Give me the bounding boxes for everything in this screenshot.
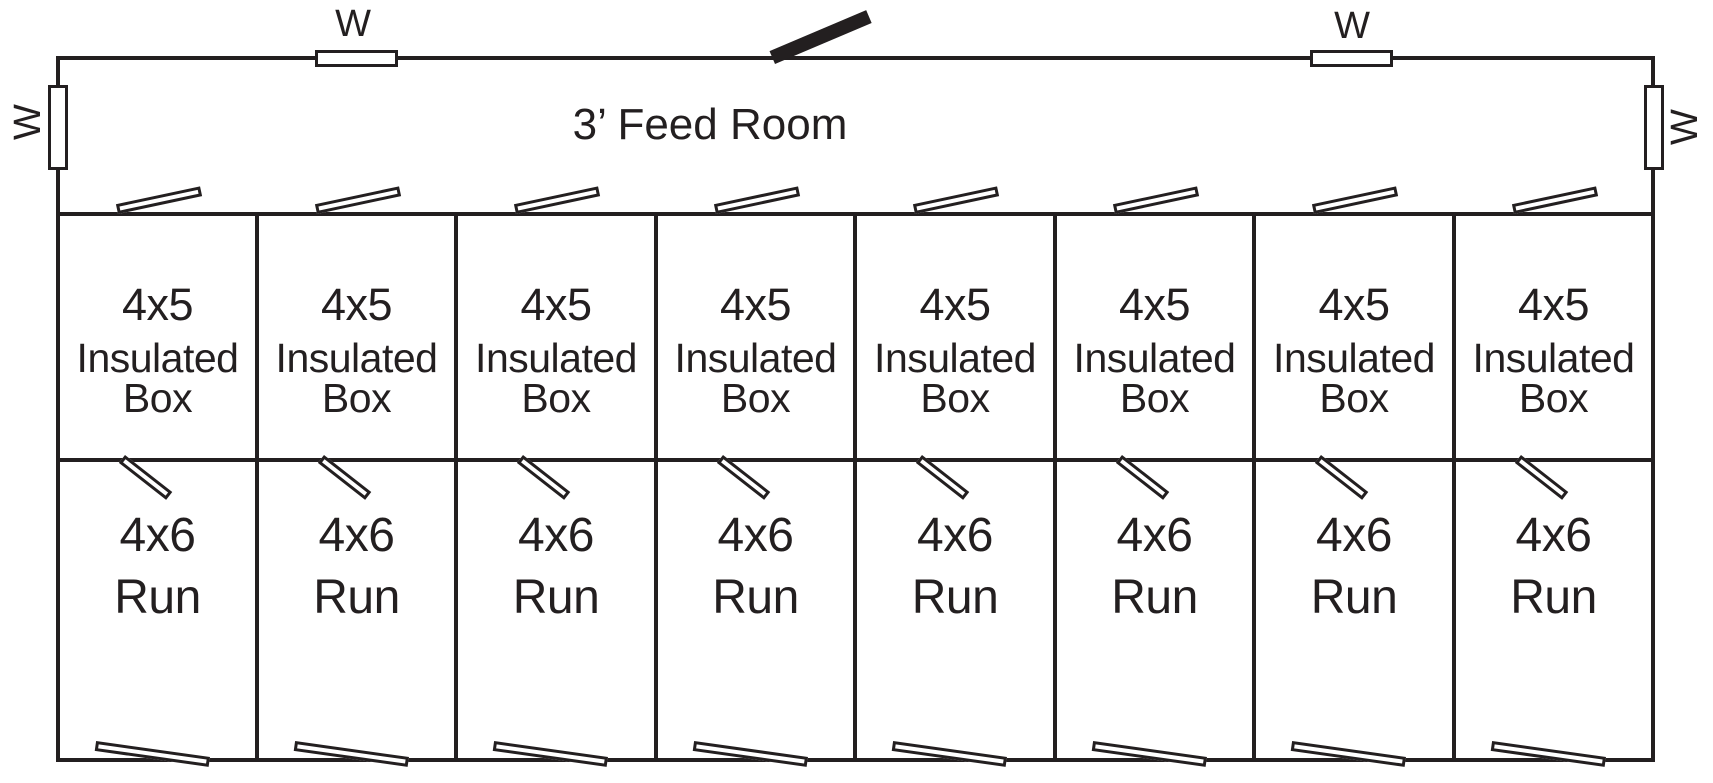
window-label: W (1334, 5, 1370, 47)
stall-column-6: 4x5 Insulated Box 4x6 Run (1055, 186, 1254, 767)
box-type-label: Box (1319, 375, 1389, 421)
box-type-label: Box (1119, 375, 1190, 421)
run-size-label: 4x6 (518, 509, 594, 562)
window-label: W (1664, 109, 1706, 145)
stall-column-8: 4x5 Insulated Box 4x6 Run (1454, 186, 1653, 767)
door-swing-icon (94, 740, 210, 767)
window-label: W (7, 104, 49, 140)
run-size-label: 4x6 (318, 509, 395, 562)
door-swing-icon (317, 455, 372, 500)
stall-column-7: 4x5 Insulated Box 4x6 Run (1254, 186, 1454, 767)
box-type-label: Insulated (674, 335, 837, 381)
run-label: Run (911, 571, 999, 624)
run-size-label: 4x6 (119, 509, 196, 562)
run-size-label: 4x6 (1515, 509, 1592, 562)
run-size-label: 4x6 (1316, 509, 1392, 562)
box-type-label: Insulated (1073, 335, 1236, 381)
door-swing-icon (118, 455, 173, 500)
window-icon (1644, 85, 1664, 170)
run-label: Run (1310, 571, 1398, 624)
box-size-label: 4x5 (719, 279, 792, 330)
box-type-label: Box (122, 375, 193, 421)
window-label: W (335, 3, 371, 45)
box-size-label: 4x5 (121, 279, 194, 330)
stall-column-4: 4x5 Insulated Box 4x6 Run (656, 186, 855, 767)
door-swing-icon (915, 455, 970, 500)
door-swing-icon (692, 740, 808, 767)
door-swing-icon (492, 740, 608, 767)
box-size-label: 4x5 (520, 279, 592, 330)
stall-column-3: 4x5 Insulated Box 4x6 Run (456, 186, 656, 767)
box-type-label: Box (920, 375, 990, 421)
box-type-label: Insulated (874, 335, 1036, 381)
run-label: Run (114, 571, 201, 624)
box-size-label: 4x5 (1118, 279, 1191, 330)
run-label: Run (712, 571, 799, 624)
stall-column-1: 4x5 Insulated Box 4x6 Run (58, 186, 257, 767)
box-type-label: Box (720, 375, 791, 421)
stall-divider-wall (654, 212, 658, 762)
box-type-label: Insulated (275, 335, 438, 381)
run-label: Run (1510, 571, 1597, 624)
window-icon (1310, 50, 1393, 67)
stall-divider-wall (853, 212, 857, 762)
run-size-label: 4x6 (717, 509, 794, 562)
door-swing-icon (516, 455, 571, 500)
box-type-label: Box (521, 375, 591, 421)
door-swing-icon (1314, 455, 1369, 500)
box-type-label: Box (321, 375, 392, 421)
door-swing-icon (891, 740, 1007, 767)
box-size-label: 4x5 (1517, 279, 1590, 330)
stall-column-5: 4x5 Insulated Box 4x6 Run (855, 186, 1055, 767)
box-type-label: Insulated (1273, 335, 1435, 381)
stall-divider-wall (454, 212, 458, 762)
run-size-label: 4x6 (917, 509, 993, 562)
box-type-label: Insulated (475, 335, 637, 381)
stall-divider-wall (1053, 212, 1057, 762)
box-type-label: Box (1518, 375, 1589, 421)
box-type-label: Insulated (1472, 335, 1635, 381)
door-swing-icon (293, 740, 409, 767)
door-swing-icon (716, 455, 771, 500)
window-icon (315, 50, 398, 67)
stall-divider-wall (1252, 212, 1256, 762)
door-swing-icon (1115, 455, 1170, 500)
run-label: Run (512, 571, 600, 624)
door-swing-icon (1290, 740, 1406, 767)
box-size-label: 4x5 (1318, 279, 1390, 330)
run-size-label: 4x6 (1116, 509, 1193, 562)
stall-column-2: 4x5 Insulated Box 4x6 Run (257, 186, 456, 767)
window-icon (48, 85, 68, 170)
stall-divider-wall (255, 212, 259, 762)
door-swing-icon (1514, 455, 1569, 500)
run-label: Run (313, 571, 400, 624)
run-label: Run (1111, 571, 1198, 624)
feed-room-label: 3’ Feed Room (572, 100, 848, 149)
box-size-label: 4x5 (320, 279, 393, 330)
stall-divider-wall (1452, 212, 1456, 762)
door-swing-icon (1091, 740, 1207, 767)
door-swing-icon (1490, 740, 1606, 767)
box-type-label: Insulated (76, 335, 239, 381)
box-size-label: 4x5 (919, 279, 991, 330)
